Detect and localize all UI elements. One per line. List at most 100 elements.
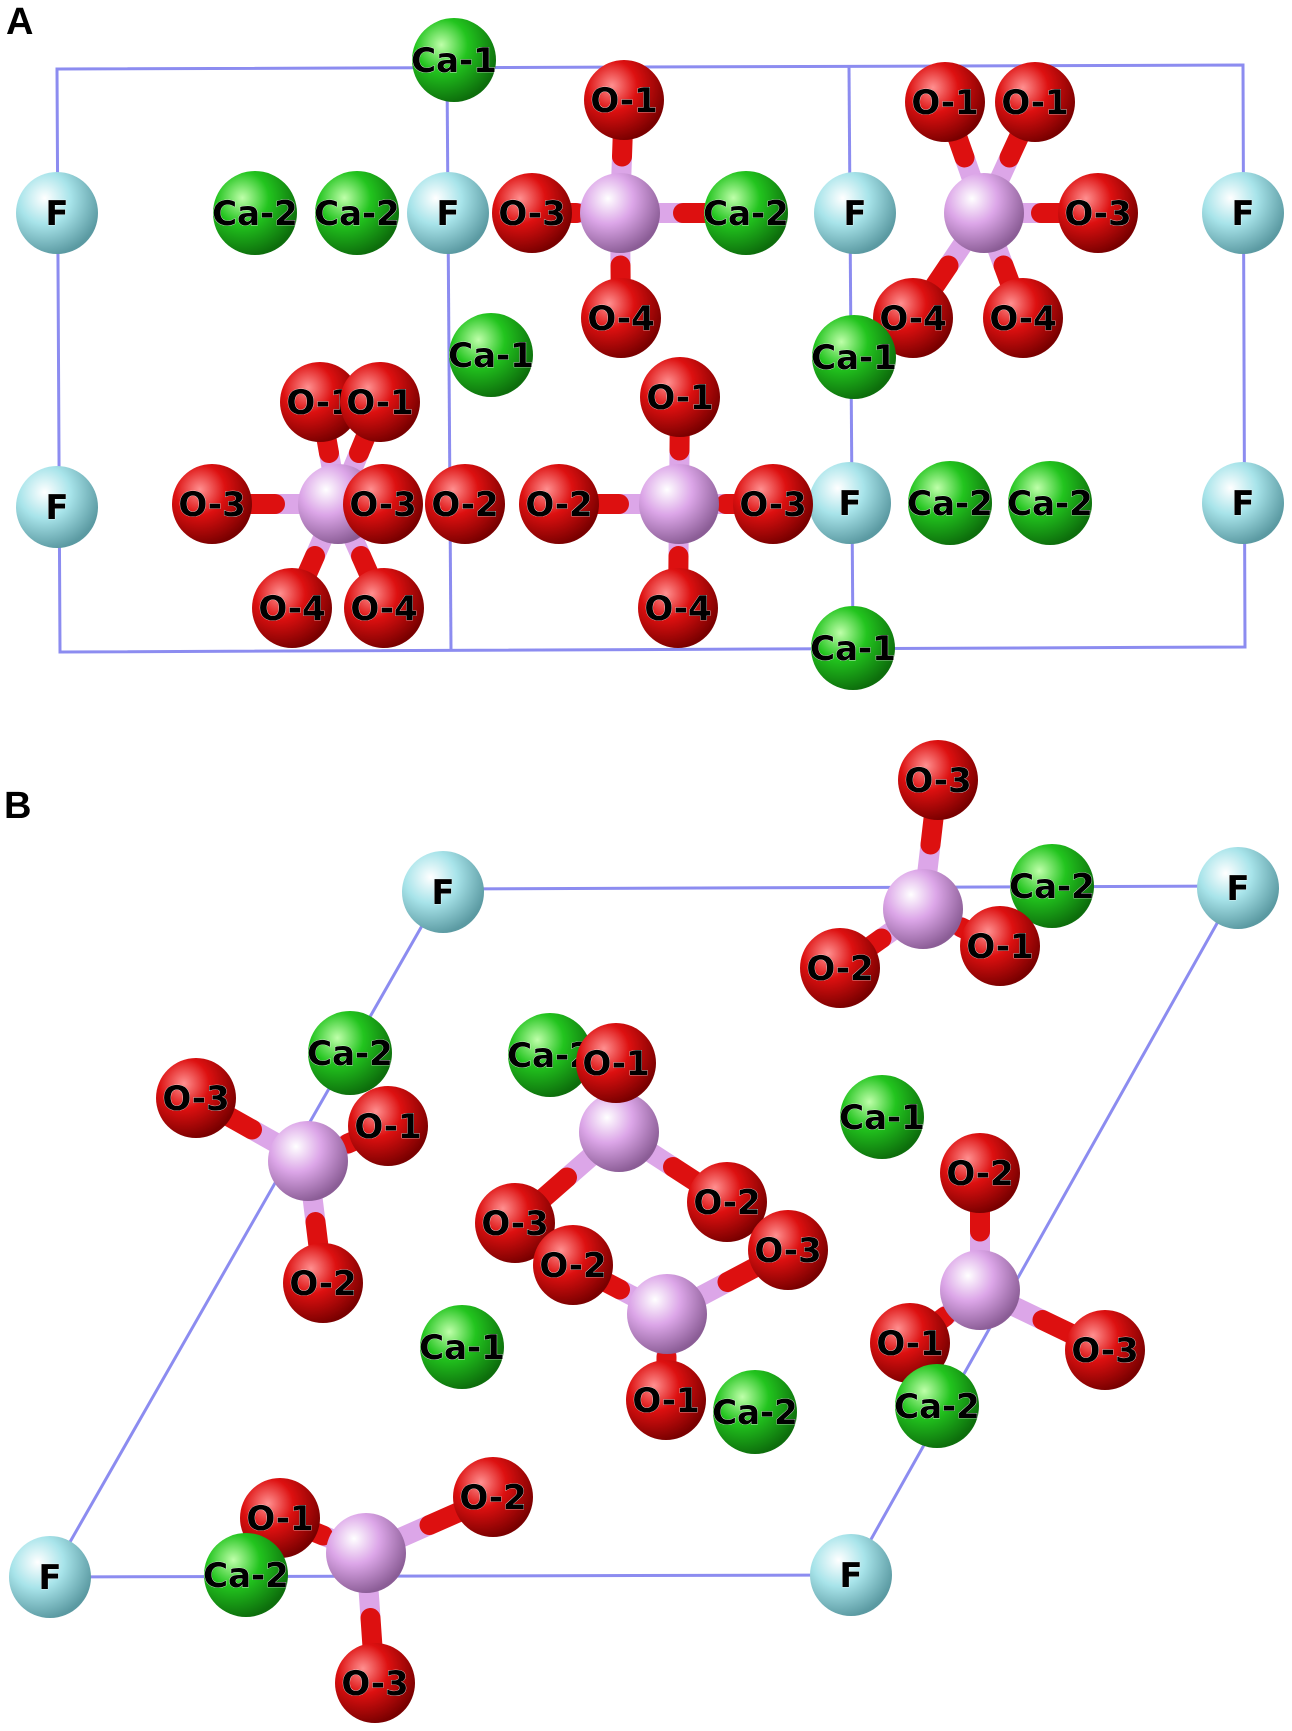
atom-label: O-1 [911, 83, 978, 123]
atom-sphere [344, 568, 424, 648]
atom-sphere [453, 1457, 533, 1537]
o-atom: O-3 [335, 1643, 415, 1723]
atom-sphere [800, 928, 880, 1008]
ca-atom: Ca-2 [314, 171, 400, 255]
panel-label: B [4, 785, 31, 827]
atom-label: O-4 [258, 589, 325, 629]
atom-label: F [1226, 869, 1249, 909]
o-atom: O-1 [626, 1360, 706, 1440]
atom-label: F [1231, 194, 1254, 234]
ca-atom: Ca-1 [811, 315, 897, 399]
atom-sphere [733, 464, 813, 544]
atom-label: O-2 [459, 1478, 526, 1518]
o-atom: O-2 [283, 1243, 363, 1323]
atom-sphere [713, 1370, 797, 1454]
o-atom: O-3 [898, 740, 978, 820]
panel-label: A [6, 1, 33, 43]
atom-sphere [492, 173, 572, 253]
o-atom: O-1 [340, 362, 420, 442]
o-atom: O-1 [576, 1023, 656, 1103]
o-atom: O-2 [425, 464, 505, 544]
o-atom: O-3 [343, 464, 423, 544]
atom-label: O-3 [178, 485, 245, 525]
ca-atom: Ca-2 [703, 171, 789, 255]
phosphorus-atom [580, 173, 660, 253]
atom-sphere [402, 851, 484, 933]
atom-label: Ca-2 [894, 1387, 980, 1427]
atom-label: O-4 [989, 299, 1056, 339]
phosphorus-atom [639, 464, 719, 544]
atom-label: O-1 [582, 1044, 649, 1084]
ca-atom: Ca-1 [419, 1305, 505, 1389]
atom-sphere [809, 462, 891, 544]
o-atom: O-3 [748, 1210, 828, 1290]
f-atom: F [814, 172, 896, 254]
f-atom: F [809, 462, 891, 544]
atom-sphere [704, 171, 788, 255]
atom-sphere [204, 1533, 288, 1617]
atom-label: F [45, 194, 68, 234]
atom-sphere [508, 1013, 592, 1097]
o-atom: O-4 [344, 568, 424, 648]
atom-label: O-3 [349, 485, 416, 525]
atom-sphere [940, 1133, 1020, 1213]
ca-atom: Ca-1 [810, 606, 896, 690]
atom-sphere [1058, 173, 1138, 253]
o-atom: O-4 [873, 278, 953, 358]
atom-label: F [431, 873, 454, 913]
atom-sphere [335, 1643, 415, 1723]
atom-sphere [252, 568, 332, 648]
atom-label: O-2 [806, 949, 873, 989]
atom-sphere [308, 1011, 392, 1095]
atom-sphere [420, 1305, 504, 1389]
atom-sphere [348, 1086, 428, 1166]
atom-sphere [407, 172, 489, 254]
atom-label: O-2 [289, 1264, 356, 1304]
atom-sphere [213, 171, 297, 255]
o-atom: O-1 [995, 62, 1075, 142]
f-atom: F [1197, 847, 1279, 929]
atom-label: O-3 [904, 761, 971, 801]
atom-label: O-3 [162, 1079, 229, 1119]
ca-atom: Ca-2 [212, 171, 298, 255]
phosphorus-atom [268, 1121, 348, 1201]
o-atom: O-2 [800, 928, 880, 1008]
atom-sphere [626, 1360, 706, 1440]
atom-label: O-2 [539, 1246, 606, 1286]
o-atom: O-3 [475, 1183, 555, 1263]
o-atom: O-2 [453, 1457, 533, 1537]
atom-label: F [38, 1558, 61, 1598]
unit-cell [55, 63, 1247, 654]
atom-label: Ca-2 [907, 484, 993, 524]
atom-label: O-3 [341, 1664, 408, 1704]
atom-label: Ca-1 [810, 629, 896, 669]
atom-label: O-1 [354, 1107, 421, 1147]
atom-label: Ca-2 [203, 1556, 289, 1596]
atom-sphere [638, 568, 718, 648]
atom-sphere [960, 906, 1040, 986]
atom-sphere [584, 60, 664, 140]
atom-label: Ca-1 [448, 336, 534, 376]
atom-sphere [1197, 847, 1279, 929]
atom-label: O-1 [632, 1381, 699, 1421]
ca-atom: Ca-2 [907, 461, 993, 545]
o-atom: O-4 [638, 568, 718, 648]
atom-sphere [172, 464, 252, 544]
ca-atom: Ca-2 [712, 1370, 798, 1454]
ca-atom: Ca-2 [894, 1364, 980, 1448]
atom-label: Ca-2 [212, 194, 298, 234]
phosphorus-atom [944, 173, 1024, 253]
atom-sphere [519, 464, 599, 544]
atom-sphere [840, 1075, 924, 1159]
atom-sphere [898, 740, 978, 820]
o-atom: O-4 [252, 568, 332, 648]
o-atom: O-3 [1065, 1310, 1145, 1390]
ca-atom: Ca-1 [411, 18, 497, 102]
o-atom: O-3 [156, 1058, 236, 1138]
f-atom: F [9, 1536, 91, 1618]
atom-sphere [870, 1303, 950, 1383]
ca-atom: Ca-1 [839, 1075, 925, 1159]
ca-atom: Ca-2 [203, 1533, 289, 1617]
atom-sphere [315, 171, 399, 255]
atom-label: O-3 [754, 1231, 821, 1271]
